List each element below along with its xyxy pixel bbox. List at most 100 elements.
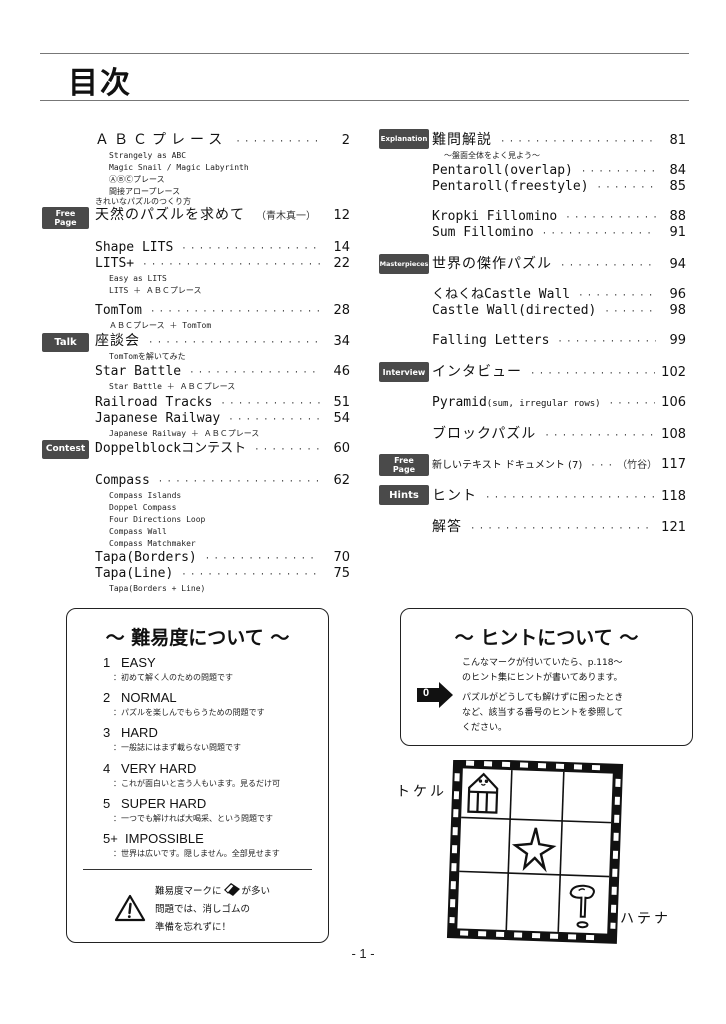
- puzzle-illustration: [446, 760, 624, 944]
- toc-page: 94: [669, 257, 686, 272]
- level-number: 5+: [103, 831, 118, 846]
- toc-sub: Four Directions Loop: [109, 515, 206, 524]
- level-name: EASY: [121, 655, 156, 670]
- level-number: 3: [103, 725, 111, 740]
- toc-entry[interactable]: Castle Wall(directed)···················…: [432, 303, 686, 320]
- toc-entry[interactable]: Doppelblockコンテスト ························…: [95, 441, 350, 458]
- leader-dots: ····························: [189, 368, 320, 378]
- toc-sub: 間接アロープレース: [109, 187, 181, 196]
- toc-entry[interactable]: インタビュー····························102: [432, 364, 686, 382]
- toc-entry[interactable]: くねくねCastle Wall·························…: [432, 287, 686, 304]
- leader-dots: ····························: [565, 213, 656, 223]
- hint-marker-label: 0: [423, 687, 430, 699]
- toc-page: 54: [333, 411, 350, 426]
- difficulty-level: 5+IMPOSSIBLE ：世界は広いです。隠しません。全部見せます: [103, 831, 280, 859]
- toc-sub: Magic Snail / Magic Labyrinth: [109, 163, 249, 172]
- toc-title: Compass: [95, 473, 150, 488]
- toc-page: 28: [333, 303, 350, 318]
- toc-entry[interactable]: Pentaroll(overlap)······················…: [432, 163, 686, 180]
- toc-entry[interactable]: LITS+····························22 Easy…: [95, 256, 350, 297]
- toc-sub: Japanese Railway ＋ ＡＢＣプレース: [109, 429, 260, 438]
- toc-sub: ⒶⒷⒸプレース: [109, 175, 165, 184]
- toc-entry[interactable]: Falling Letters·························…: [432, 333, 686, 350]
- toc-entry[interactable]: ヒント····························118: [432, 488, 686, 506]
- toc-entry[interactable]: Tapa(Line)····························75…: [95, 566, 350, 595]
- toc-title: 解答: [432, 519, 462, 535]
- toc-sub: Star Battle ＋ ＡＢＣプレース: [109, 382, 236, 391]
- level-name: SUPER HARD: [121, 796, 207, 811]
- toc-title: Tapa(Line): [95, 566, 174, 581]
- toc-page: 70: [333, 550, 350, 565]
- toc-sub: LITS ＋ ＡＢＣプレース: [109, 286, 202, 295]
- toc-kicker: きれいなパズルのつくり方: [95, 197, 191, 206]
- toc-title: Castle Wall(directed): [432, 303, 597, 318]
- toc-author: （竹谷）: [617, 460, 658, 471]
- toc-entry[interactable]: 難問解説····························81 ～盤面全体…: [432, 132, 686, 162]
- toc-entry[interactable]: 世界の傑作パズル····························94: [432, 256, 686, 274]
- toc-entry[interactable]: Sum Fillomino···························…: [432, 225, 686, 242]
- toc-right-column: 難問解説····························81 ～盤面全体…: [432, 0, 686, 600]
- leader-dots: ····························: [608, 399, 656, 409]
- toc-title: Doppelblockコンテスト: [95, 441, 247, 456]
- toc-title: ブロックパズル: [432, 426, 537, 442]
- level-number: 1: [103, 655, 111, 670]
- toc-entry[interactable]: 座談会····························34 TomTom…: [95, 333, 350, 363]
- toc-title: Kropki Fillomino: [432, 209, 558, 224]
- toc-entry[interactable]: Railroad Tracks·························…: [95, 395, 350, 412]
- leader-dots: ····························: [220, 399, 320, 409]
- level-desc: ：パズルを楽しんでもらうための問題です: [113, 708, 265, 717]
- leader-dots: ····························: [157, 477, 320, 487]
- leader-dots: ····························: [181, 244, 320, 254]
- toc-page: 12: [333, 208, 350, 223]
- toc-entry[interactable]: Star Battle····························4…: [95, 364, 350, 393]
- hint-title: ～ ヒントについて ～: [454, 627, 639, 649]
- toc-page: 34: [333, 334, 350, 349]
- toc-entry[interactable]: Shape LITS····························14: [95, 240, 350, 257]
- toc-entry[interactable]: ＡＢＣプレース··················2 Strangely as …: [95, 132, 350, 198]
- level-number: 2: [103, 690, 111, 705]
- leader-dots: ····························: [596, 183, 656, 193]
- toc-entry[interactable]: ブロックパズル····························108: [432, 426, 686, 444]
- leader-dots: ····························: [204, 554, 320, 564]
- star-icon: [511, 827, 557, 873]
- hint-line: など、該当する番号のヒントを参照して: [462, 708, 624, 718]
- level-name: HARD: [121, 725, 158, 740]
- toc-sub: Compass Islands: [109, 491, 182, 500]
- toc-entry[interactable]: Japanese Railway························…: [95, 411, 350, 440]
- toc-entry[interactable]: TomTom····························28 ＡＢＣ…: [95, 303, 350, 332]
- toc-entry[interactable]: 新しいテキスト ドキュメント (7)··········（竹谷）117: [432, 457, 686, 474]
- hint-paragraph: こんなマークが付いていたら、p.118～ のヒント集にヒントが書いてあります。: [462, 656, 623, 686]
- toc-entry[interactable]: Compass····························62 Co…: [95, 473, 350, 550]
- toc-page: 121: [661, 520, 686, 535]
- toc-entry[interactable]: Pentaroll(freestyle)····················…: [432, 179, 686, 196]
- toc-page: 14: [333, 240, 350, 255]
- hint-line: こんなマークが付いていたら、p.118～: [462, 658, 623, 668]
- page-number: - 1 -: [351, 946, 375, 961]
- toc-entry[interactable]: Pyramid(sum, irregular rows)············…: [432, 395, 686, 412]
- leader-dots: ··········: [590, 461, 615, 471]
- toc-left-column: ＡＢＣプレース··················2 Strangely as …: [95, 0, 350, 600]
- toc-author: （青木真一）: [256, 211, 316, 222]
- toc-entry[interactable]: Tapa(Borders) ···························…: [95, 550, 350, 567]
- toc-page: 85: [669, 179, 686, 194]
- hint-paragraph: パズルがどうしても解けずに困ったとき など、該当する番号のヒントを参照して くだ…: [462, 691, 623, 736]
- toc-title: 難問解説: [432, 132, 492, 148]
- toc-entry[interactable]: きれいなパズルのつくり方 天然のパズルを求めて····（青木真一）12: [95, 197, 350, 225]
- toc-title: Tapa(Borders): [95, 550, 197, 565]
- leader-dots: ····························: [254, 445, 320, 455]
- toc-entry[interactable]: 解答····························121: [432, 519, 686, 537]
- toc-page: 91: [669, 225, 686, 240]
- border-perforations: [449, 760, 621, 941]
- warning-text: 難易度マークにが多い 問題では、消しゴムの 準備を忘れずに！: [155, 881, 270, 937]
- illustration-label-hatena: ハテナ: [620, 911, 671, 927]
- toc-sub: TomTomを解いてみた: [109, 352, 186, 361]
- toc-page: 106: [661, 395, 686, 410]
- toc-entry[interactable]: Kropki Fillomino ························…: [432, 209, 686, 226]
- level-desc: ：世界は広いです。隠しません。全部見せます: [113, 849, 280, 858]
- badge-masterpieces: Masterpieces: [379, 254, 429, 274]
- toc-page: 88: [669, 209, 686, 224]
